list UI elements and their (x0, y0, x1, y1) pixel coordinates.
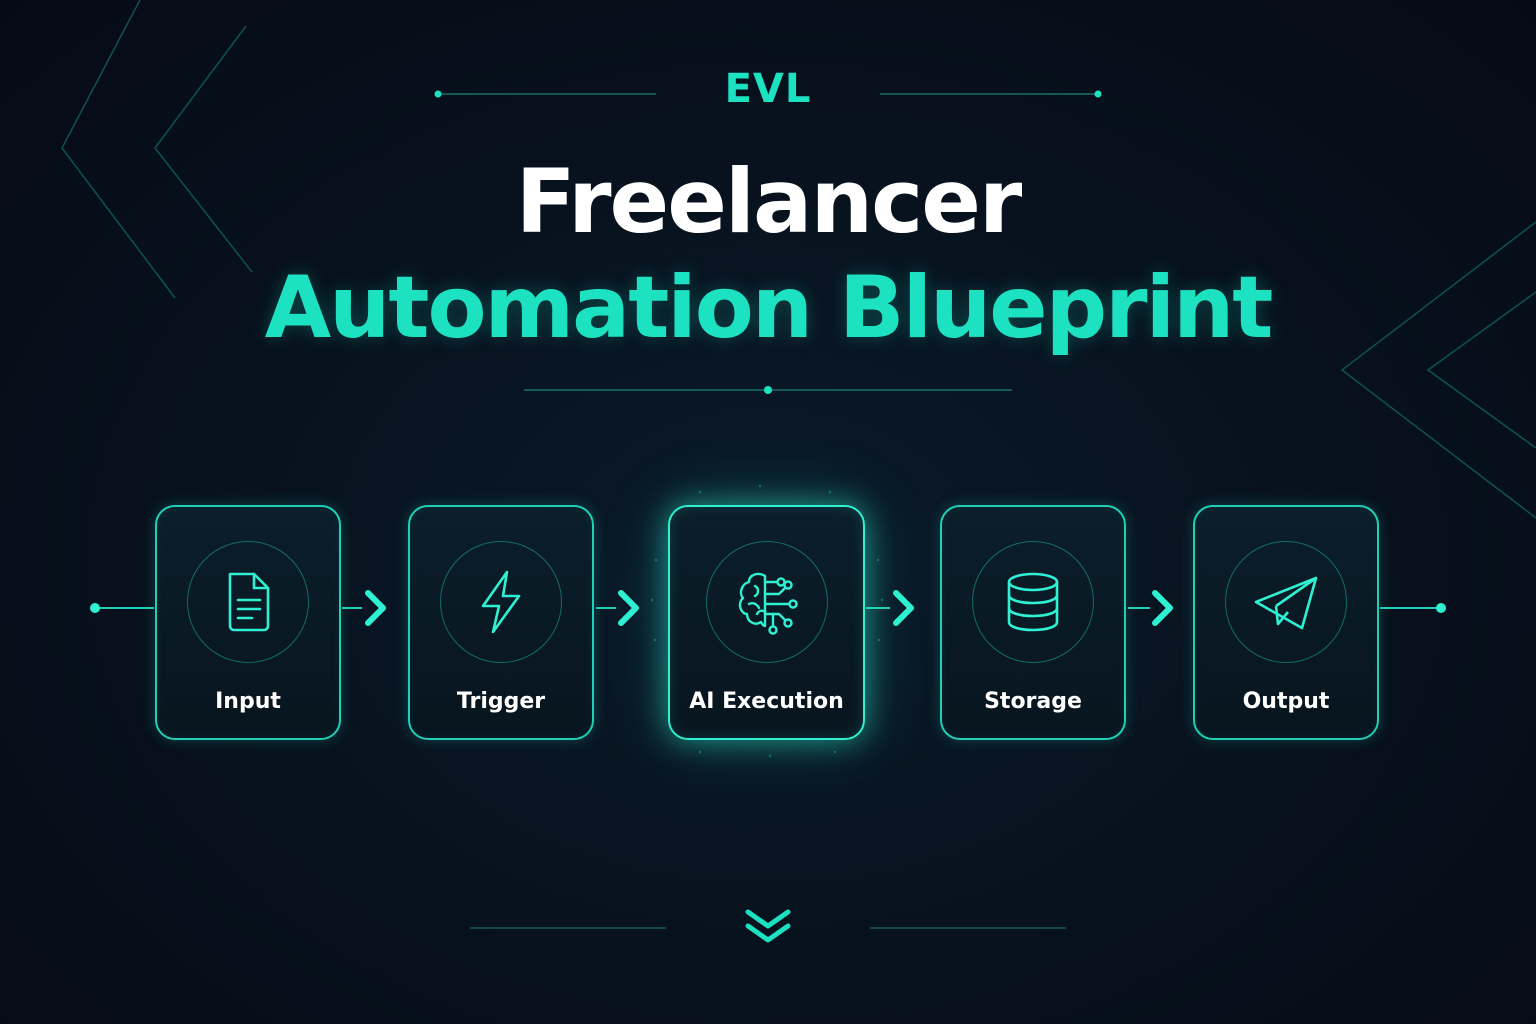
page-title-line2: Automation Blueprint (264, 258, 1274, 358)
page-title-line1: Freelancer (515, 150, 1023, 253)
brain-circuit-icon (738, 572, 798, 635)
step-trigger: Trigger (408, 505, 594, 740)
step-label: Trigger (456, 689, 546, 714)
step-label: Output (1242, 689, 1330, 714)
brand-logo: EVL (724, 66, 812, 112)
step-input: Input (155, 505, 341, 740)
icon-ring (187, 541, 309, 663)
icon-ring (705, 541, 828, 663)
step-storage: Storage (940, 505, 1126, 740)
database-icon (1007, 572, 1059, 632)
double-chevron-down-icon[interactable] (742, 906, 794, 948)
step-label: AI Execution (689, 689, 844, 714)
step-label: Storage (984, 689, 1082, 714)
step-label: Input (215, 689, 281, 714)
icon-ring (1225, 541, 1347, 663)
icon-ring (440, 541, 562, 663)
step-ai-execution: AI Execution (668, 505, 865, 740)
document-icon (228, 572, 270, 632)
lightning-icon (481, 570, 521, 634)
paper-plane-icon (1254, 576, 1318, 630)
icon-ring (972, 541, 1094, 663)
step-output: Output (1193, 505, 1379, 740)
